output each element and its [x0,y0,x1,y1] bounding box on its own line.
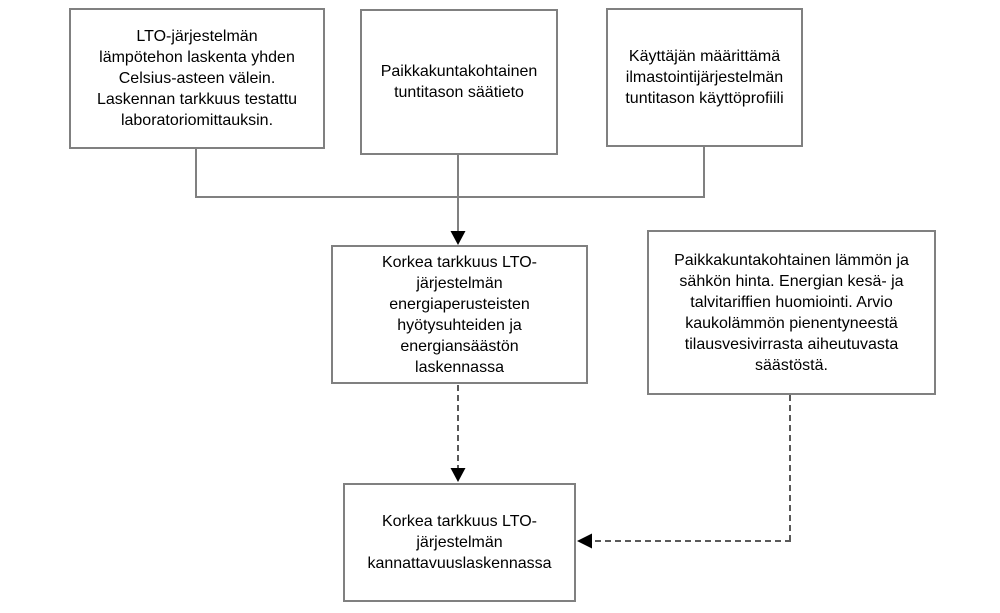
box-weather-data: Paikkakuntakohtainen tuntitason säätieto [360,9,558,155]
box-weather-data-text: Paikkakuntakohtainen tuntitason säätieto [380,63,538,101]
box-usage-profile-text: Käyttäjän määrittämä ilmastointijärjeste… [625,48,784,107]
box-lto-heat-calculation: LTO-järjestelmän lämpötehon laskenta yhd… [69,8,325,149]
box-lto-heat-calculation-text: LTO-järjestelmän lämpötehon laskenta yhd… [96,28,298,129]
arrowhead-down-into-energy-calc-icon [450,231,466,245]
arrowhead-down-into-profitability-icon [450,468,466,482]
box-energy-calculation: Korkea tarkkuus LTO- järjestelmän energi… [331,245,588,384]
box-energy-calculation-text: Korkea tarkkuus LTO- järjestelmän energi… [381,253,538,376]
box-profitability-calculation-text: Korkea tarkkuus LTO- järjestelmän kannat… [367,513,552,572]
arrowhead-left-into-profitability-icon [577,533,592,549]
box-usage-profile: Käyttäjän määrittämä ilmastointijärjeste… [606,8,803,147]
box-price-data: Paikkakuntakohtainen lämmön ja sähkön hi… [647,230,936,395]
box-price-data-text: Paikkakuntakohtainen lämmön ja sähkön hi… [674,251,909,374]
box-profitability-calculation: Korkea tarkkuus LTO- järjestelmän kannat… [343,483,576,602]
